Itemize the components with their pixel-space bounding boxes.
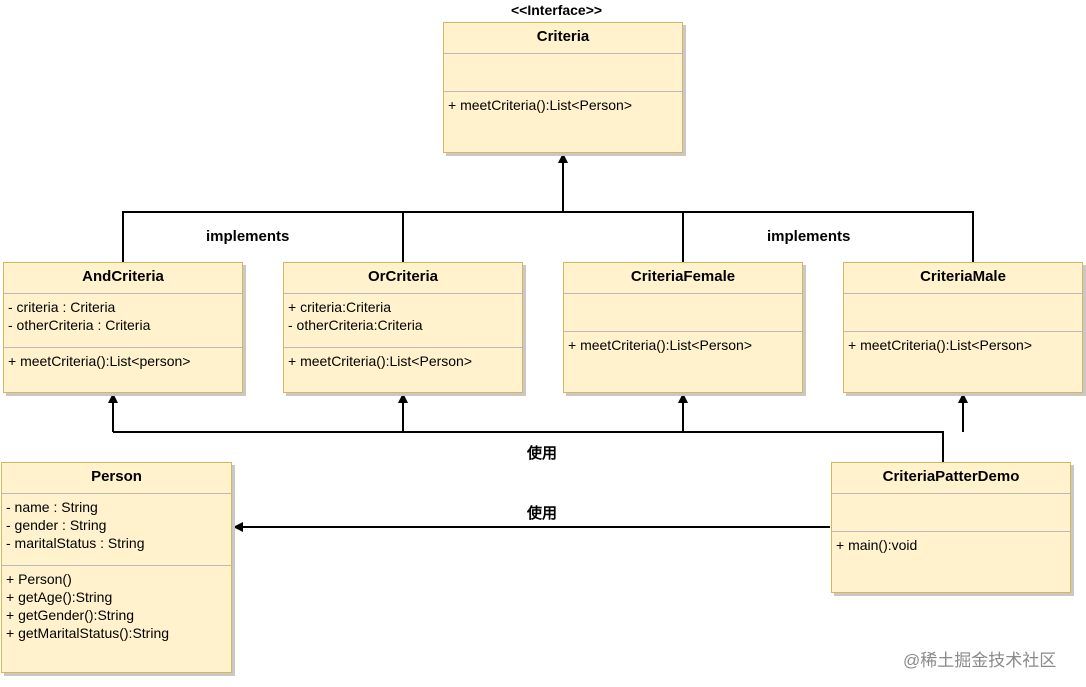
method: + getGender():String: [6, 607, 135, 623]
attribute: - otherCriteria:Criteria: [288, 317, 423, 333]
attribute: - otherCriteria : Criteria: [8, 317, 151, 333]
method: + Person(): [6, 571, 72, 587]
attributes-section: - criteria : Criteria - otherCriteria : …: [4, 294, 242, 348]
class-name: CriteriaMale: [844, 263, 1082, 294]
method: + meetCriteria():List<Person>: [448, 97, 633, 113]
attribute: - maritalStatus : String: [6, 535, 145, 551]
methods-section: + meetCriteria():List<Person>: [284, 348, 522, 370]
implements-label-right: implements: [767, 228, 851, 245]
method: + getAge():String: [6, 589, 113, 605]
method: + main():void: [836, 537, 918, 553]
class-name: CriteriaPatterDemo: [832, 463, 1070, 494]
attribute: - criteria : Criteria: [8, 299, 116, 315]
class-name: Criteria: [444, 23, 682, 54]
methods-section: + main():void: [832, 532, 1070, 554]
methods-section: + meetCriteria():List<Person>: [564, 332, 802, 354]
methods-section: + meetCriteria():List<Person>: [444, 92, 682, 114]
class-andcriteria[interactable]: AndCriteria - criteria : Criteria - othe…: [3, 262, 243, 393]
implements-line-andcriteria: [122, 211, 563, 262]
method: + meetCriteria():List<Person>: [288, 353, 473, 369]
implements-line-criteriafemale: [563, 211, 684, 262]
class-criteria[interactable]: Criteria + meetCriteria():List<Person>: [443, 22, 683, 153]
class-name: OrCriteria: [284, 263, 522, 294]
class-person[interactable]: Person - name : String - gender : String…: [1, 462, 232, 673]
attributes-section: [564, 294, 802, 332]
class-orcriteria[interactable]: OrCriteria + criteria:Criteria - otherCr…: [283, 262, 523, 393]
implements-label-left: implements: [206, 228, 290, 245]
attribute: - gender : String: [6, 517, 107, 533]
uses-label-person: 使用: [527, 505, 558, 522]
implements-line-criteriamale: [683, 211, 974, 262]
class-name: AndCriteria: [4, 263, 242, 294]
attributes-section: [444, 54, 682, 92]
class-criteriafemale[interactable]: CriteriaFemale + meetCriteria():List<Per…: [563, 262, 803, 393]
class-name: Person: [2, 463, 231, 494]
method: + getMaritalStatus():String: [6, 625, 170, 641]
attribute: - name : String: [6, 499, 98, 515]
class-name: CriteriaFemale: [564, 263, 802, 294]
attributes-section: - name : String - gender : String - mari…: [2, 494, 231, 566]
method: + meetCriteria():List<person>: [8, 353, 191, 369]
methods-section: + meetCriteria():List<Person>: [844, 332, 1082, 354]
interface-stereotype: <<Interface>>: [511, 2, 603, 18]
uses-line-demo-bus: [113, 431, 944, 462]
method: + meetCriteria():List<Person>: [848, 337, 1033, 353]
watermark: @稀土掘金技术社区: [903, 651, 1057, 670]
attributes-section: [832, 494, 1070, 532]
attributes-section: [844, 294, 1082, 332]
attribute: + criteria:Criteria: [288, 299, 392, 315]
method: + meetCriteria():List<Person>: [568, 337, 753, 353]
attributes-section: + criteria:Criteria - otherCriteria:Crit…: [284, 294, 522, 348]
class-criteriamale[interactable]: CriteriaMale + meetCriteria():List<Perso…: [843, 262, 1083, 393]
class-criteriapatterdemo[interactable]: CriteriaPatterDemo + main():void: [831, 462, 1071, 593]
methods-section: + meetCriteria():List<person>: [4, 348, 242, 370]
methods-section: + Person() + getAge():String + getGender…: [2, 566, 231, 642]
uses-label-criteria: 使用: [527, 445, 558, 462]
